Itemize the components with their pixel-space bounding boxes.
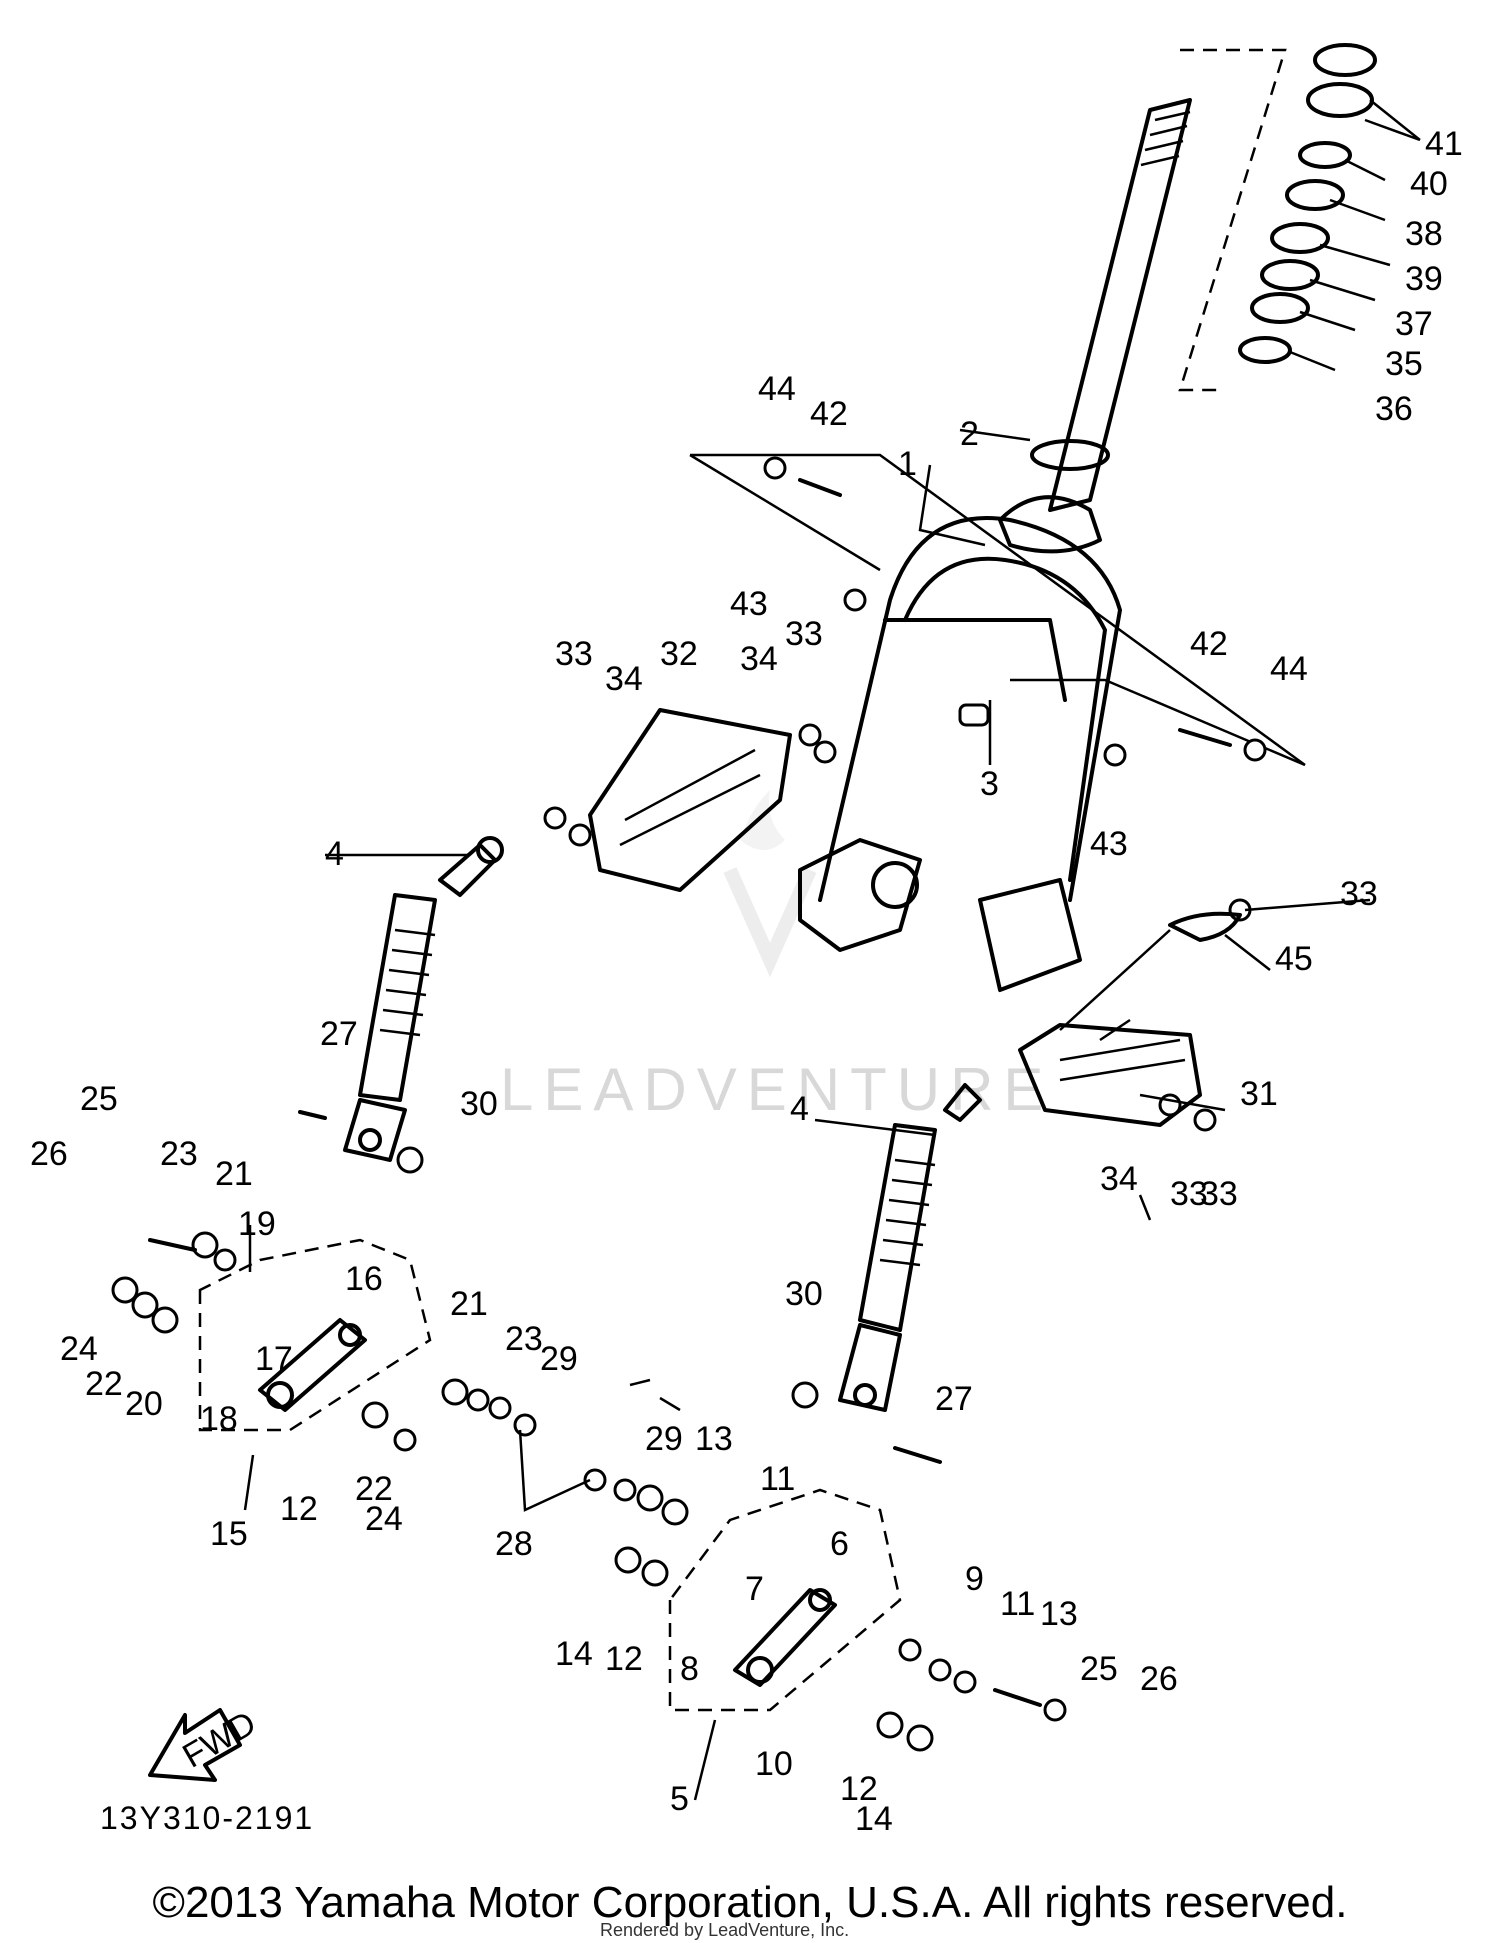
callout: 12	[280, 1490, 318, 1528]
callout: 38	[1405, 215, 1443, 253]
callout: 18	[200, 1400, 238, 1438]
callout: 24	[60, 1330, 98, 1368]
callout: 31	[1240, 1075, 1278, 1113]
callout: 33	[1170, 1175, 1208, 1213]
callout: 17	[255, 1340, 293, 1378]
callout: 40	[1410, 165, 1448, 203]
callout: 44	[1270, 650, 1308, 688]
callout: 37	[1395, 305, 1433, 343]
callout: 7	[745, 1570, 764, 1608]
callout: 34	[605, 660, 643, 698]
callout: 20	[125, 1385, 163, 1423]
callout: 30	[460, 1085, 498, 1123]
upper-bracket	[689, 439, 1306, 767]
callout: 8	[680, 1650, 699, 1688]
linkage-left	[198, 1238, 432, 1432]
callout: 15	[210, 1515, 248, 1553]
side-cover-right	[1018, 929, 1202, 1127]
watermark-logo	[723, 790, 817, 978]
callout-labels: 1 2 3 4 4 5 6 7 8 9 10 11 11 12 12 12 13…	[30, 125, 1463, 1838]
callout: 30	[785, 1275, 823, 1313]
callout: 23	[160, 1135, 198, 1173]
callout: 28	[495, 1525, 533, 1563]
callout: 36	[1375, 390, 1413, 428]
shock-absorber-right	[838, 1083, 982, 1412]
callout: 43	[730, 585, 768, 623]
callout: 42	[1190, 625, 1228, 663]
callout: 35	[1385, 345, 1423, 383]
callout: 26	[30, 1135, 68, 1173]
callout: 5	[670, 1780, 689, 1818]
callout: 43	[1090, 825, 1128, 863]
callout: 11	[1000, 1585, 1035, 1623]
callout: 14	[855, 1800, 893, 1838]
callout: 33	[1200, 1175, 1238, 1213]
diagram-reference-code: 13Y310-2191	[100, 1800, 315, 1836]
callout: 16	[345, 1260, 383, 1298]
shock-absorber-left	[343, 836, 504, 1162]
leader-lines	[243, 99, 1421, 1801]
callout: 2	[960, 415, 979, 453]
callout: 32	[660, 635, 698, 673]
callout: 25	[80, 1080, 118, 1118]
callout: 12	[605, 1640, 643, 1678]
callout: 27	[320, 1015, 358, 1053]
steering-shaft	[1048, 48, 1287, 512]
callout: 42	[810, 395, 848, 433]
callout: 33	[785, 615, 823, 653]
callout: 44	[758, 370, 796, 408]
callout: 21	[450, 1285, 488, 1323]
callout: 45	[1275, 940, 1313, 978]
callout: 33	[1340, 875, 1378, 913]
callout: 10	[755, 1745, 793, 1783]
callout: 11	[760, 1460, 795, 1498]
callout: 4	[790, 1090, 809, 1128]
callout: 14	[555, 1635, 593, 1673]
callout: 41	[1425, 125, 1463, 163]
callout: 27	[935, 1380, 973, 1418]
hardware	[111, 456, 1267, 1752]
callout: 24	[365, 1500, 403, 1538]
copyright-notice: ©2013 Yamaha Motor Corporation, U.S.A. A…	[152, 1878, 1348, 1927]
callout: 3	[980, 765, 999, 803]
callout: 26	[1140, 1660, 1178, 1698]
callout: 9	[965, 1560, 984, 1598]
callout: 34	[740, 640, 778, 678]
callout: 4	[325, 835, 344, 873]
callout: 13	[1040, 1595, 1078, 1633]
callout: 22	[85, 1365, 123, 1403]
callout: 23	[505, 1320, 543, 1358]
callout: 13	[695, 1420, 733, 1458]
callout: 6	[830, 1525, 849, 1563]
watermark-brand: LEADVENTURE	[500, 1056, 1053, 1123]
callout: 33	[555, 635, 593, 673]
callout: 19	[238, 1205, 276, 1243]
callout: 22	[355, 1470, 393, 1508]
fwd-label: FWD	[176, 1704, 262, 1776]
callout: 25	[1080, 1650, 1118, 1688]
steering-frame	[798, 515, 1122, 992]
fwd-arrow-icon: FWD	[148, 1704, 262, 1782]
linkage-right	[668, 1488, 902, 1712]
callout: 21	[215, 1155, 253, 1193]
callout: 29	[540, 1340, 578, 1378]
callout: 1	[898, 445, 917, 483]
callout: 29	[645, 1420, 683, 1458]
callout: 34	[1100, 1160, 1138, 1198]
callout: 12	[840, 1770, 878, 1808]
callout: 39	[1405, 260, 1443, 298]
rendered-by-notice: Rendered by LeadVenture, Inc.	[600, 1920, 850, 1940]
side-cover-left	[588, 708, 792, 892]
